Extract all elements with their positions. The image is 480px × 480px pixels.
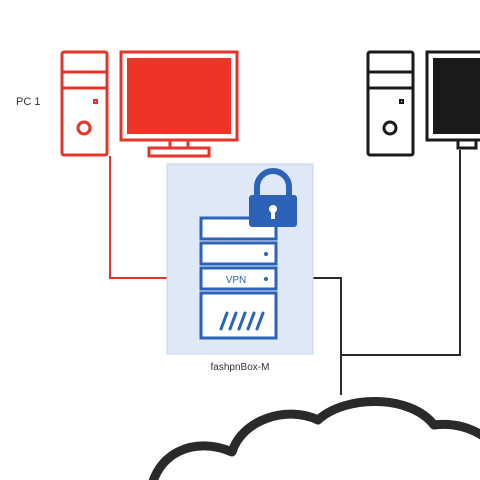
pc2-monitor-icon[interactable]	[425, 50, 480, 150]
vpn-port-label: VPN	[226, 275, 247, 286]
vpn-name-label: fashpnBox-M	[210, 362, 270, 373]
pc1-label: PC 1	[16, 96, 41, 108]
vpn-server-icon[interactable]: VPN	[199, 216, 278, 340]
cloud-icon[interactable]	[148, 397, 480, 480]
pc1-tower-icon[interactable]	[60, 50, 109, 157]
pc2-tower-icon[interactable]	[366, 50, 415, 157]
link-switch-to-pc2	[341, 150, 461, 356]
lock-icon[interactable]	[249, 168, 297, 227]
pc1-monitor-icon[interactable]	[119, 50, 239, 158]
